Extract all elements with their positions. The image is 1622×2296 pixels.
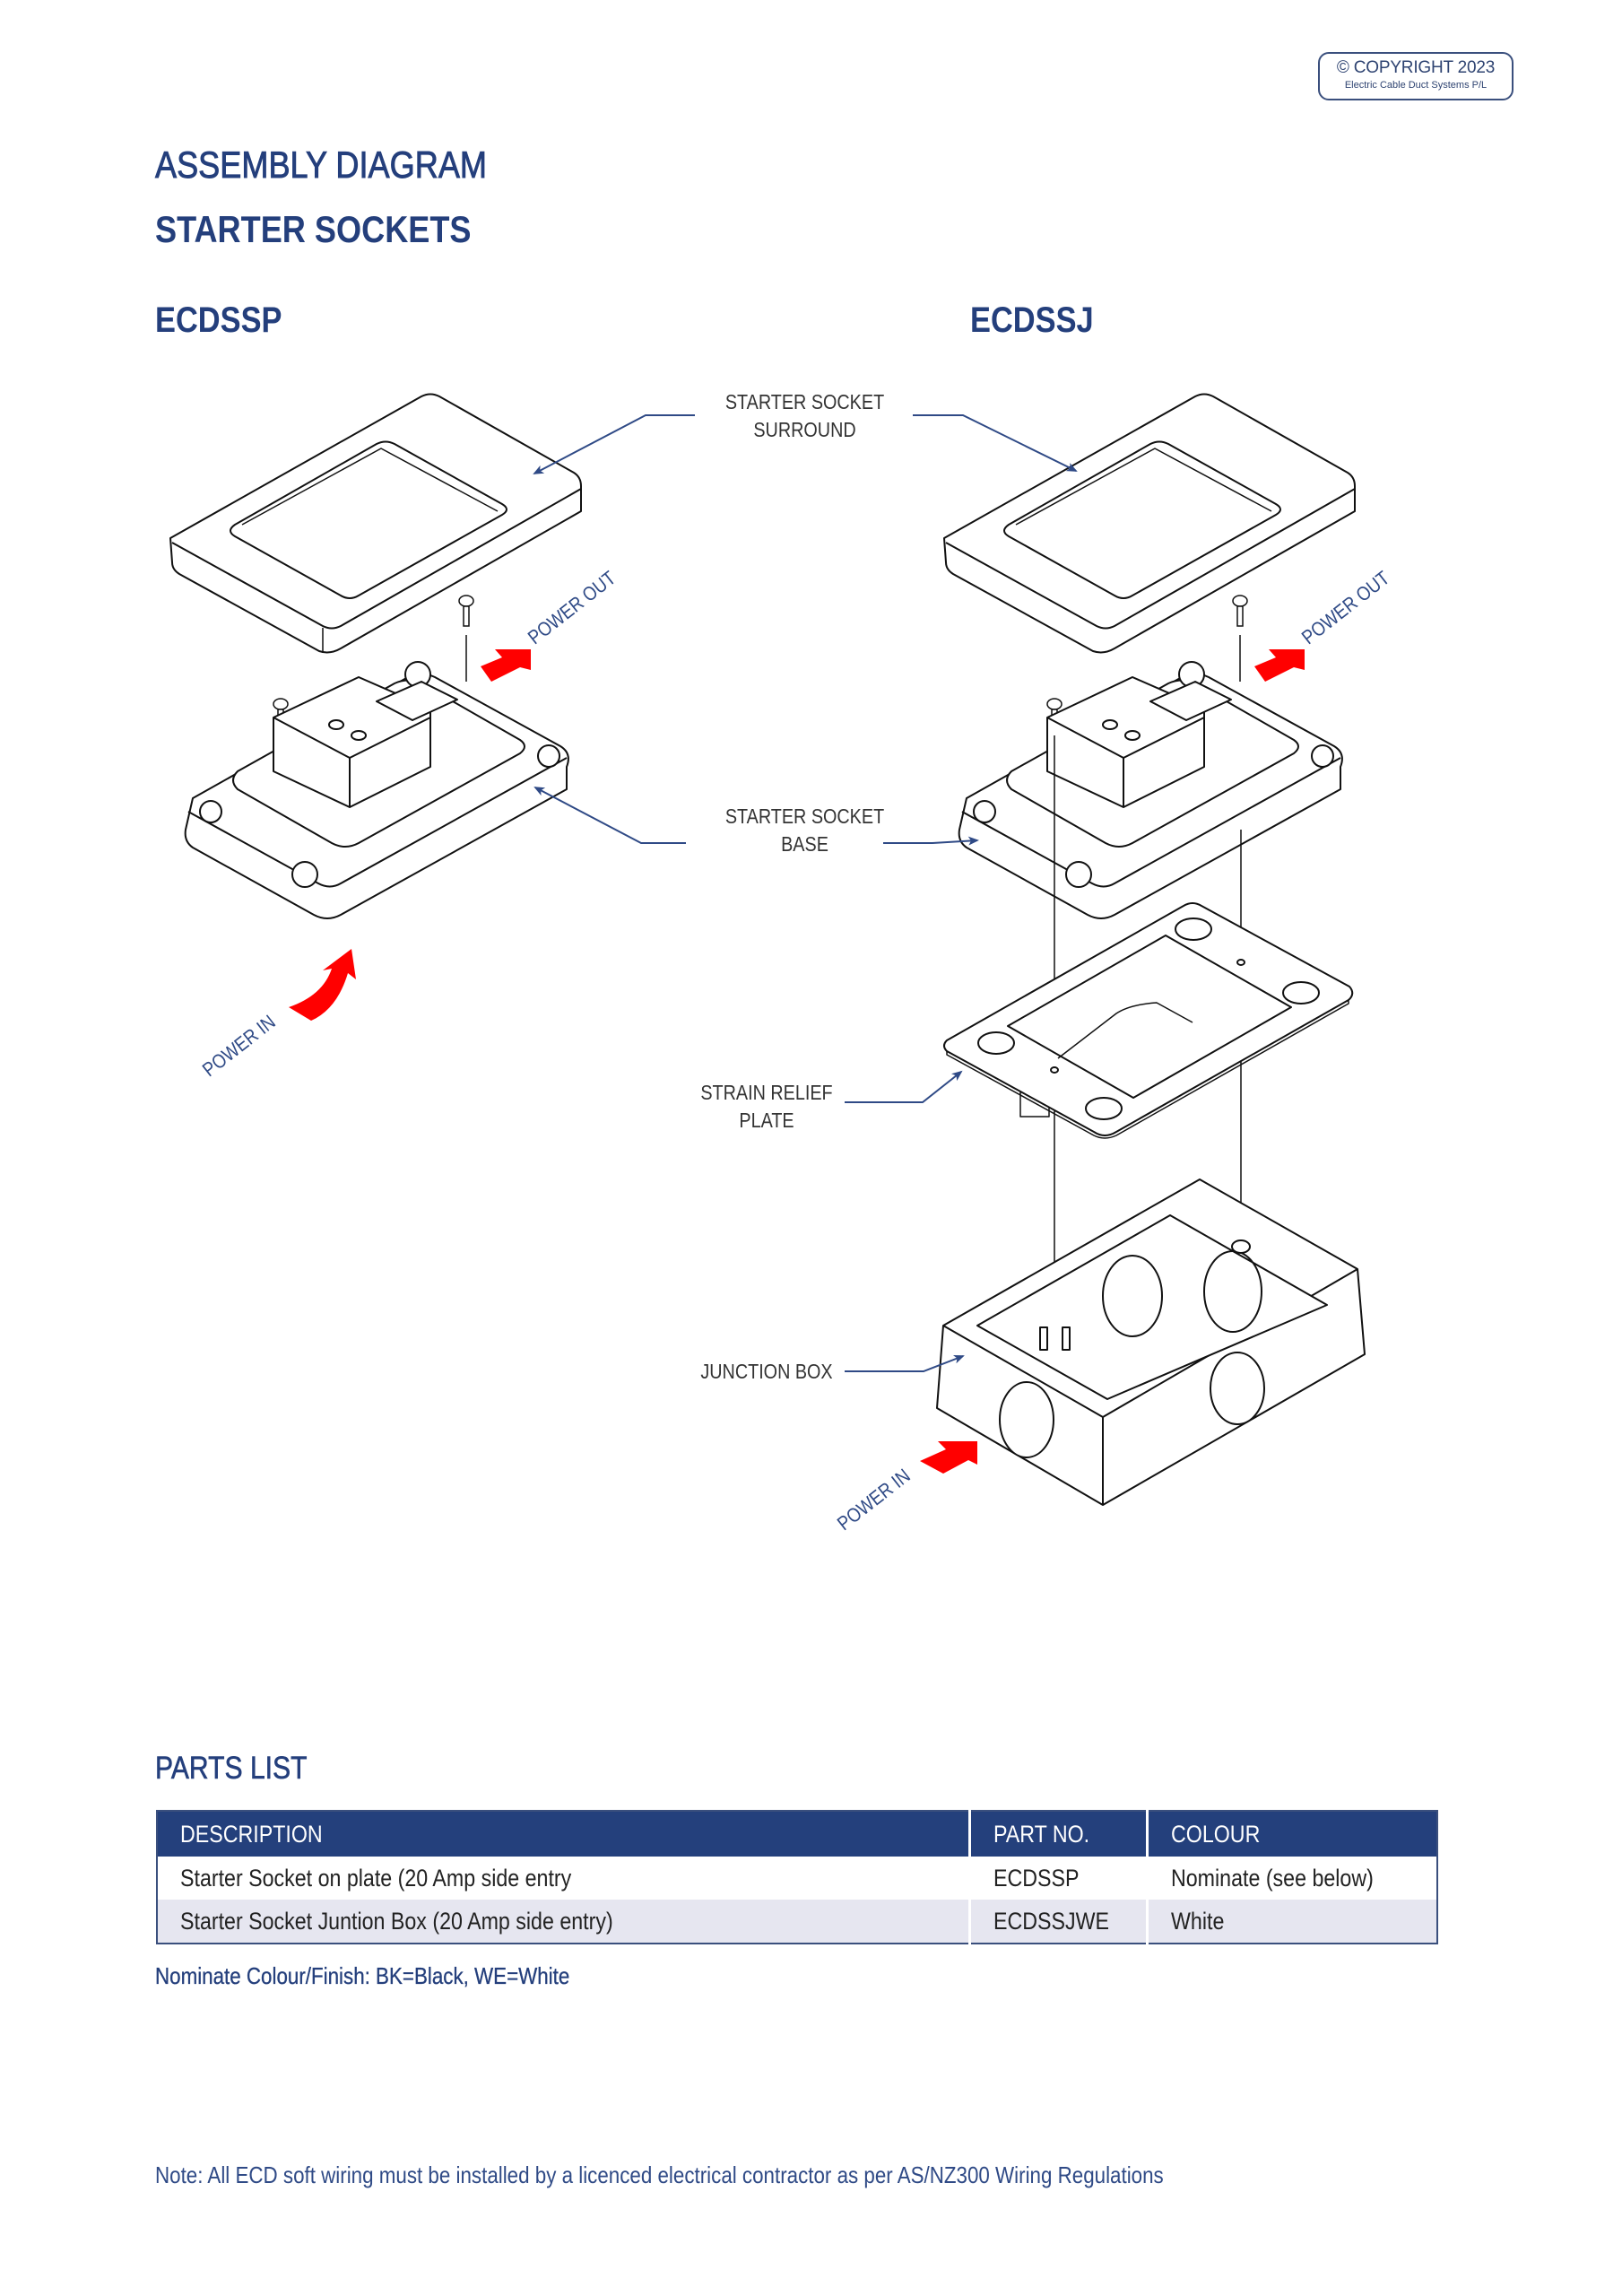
callout-strain-line1: STRAIN RELIEF (700, 1081, 833, 1104)
table-header-row: DESCRIPTION PART NO. COLOUR (157, 1811, 1437, 1857)
leader-surround-left (533, 414, 695, 474)
callout-base-line2: BASE (781, 832, 828, 856)
wiring-note: Note: All ECD soft wiring must be instal… (155, 2161, 1164, 2188)
power-out-arrow-left (481, 649, 531, 682)
cell-colour: White (1146, 1900, 1437, 1944)
leader-base-left (533, 787, 686, 844)
callout-strain-relief: STRAIN RELIEF PLATE (698, 1079, 837, 1135)
header-text: DESCRIPTION (180, 1820, 323, 1848)
copyright-badge: © COPYRIGHT 2023 Electric Cable Duct Sys… (1318, 52, 1514, 100)
cell-text: ECDSSP (993, 1864, 1080, 1892)
column-header-part-no: PART NO. (968, 1811, 1148, 1857)
power-in-arrow-right (920, 1441, 977, 1474)
header-text: PART NO. (993, 1820, 1090, 1848)
cell-description: Starter Socket on plate (20 Amp side ent… (157, 1857, 970, 1900)
callout-surround-line1: STARTER SOCKET (724, 390, 885, 413)
junction-box (936, 1178, 1366, 1506)
page-subtitle: STARTER SOCKETS (155, 208, 472, 250)
callout-junction-box: JUNCTION BOX (698, 1358, 837, 1386)
power-out-arrow-right (1254, 649, 1305, 682)
callout-surround-line2: SURROUND (753, 418, 856, 441)
parts-table: DESCRIPTION PART NO. COLOUR Starter Sock… (156, 1810, 1438, 1944)
cell-text: Starter Socket Juntion Box (20 Amp side … (180, 1907, 613, 1935)
cell-colour: Nominate (see below) (1146, 1857, 1437, 1900)
table-row: Starter Socket Juntion Box (20 Amp side … (157, 1900, 1437, 1944)
copyright-text: © COPYRIGHT 2023 (1336, 58, 1496, 77)
power-in-arrow-left (289, 949, 356, 1021)
socket-base-left (184, 661, 569, 919)
cell-description: Starter Socket Juntion Box (20 Amp side … (157, 1900, 970, 1944)
callout-leaders (533, 414, 1078, 1372)
strain-relief-plate (943, 902, 1354, 1139)
copyright-company: Electric Cable Duct Systems P/L (1344, 80, 1488, 91)
page-title: ASSEMBLY DIAGRAM (155, 144, 488, 187)
callout-strain-line2: PLATE (739, 1109, 794, 1132)
cell-part-no: ECDSSP (968, 1857, 1148, 1900)
leader-strain-relief (845, 1070, 963, 1103)
cell-text: White (1171, 1907, 1225, 1935)
model-label-right: ECDSSJ (970, 300, 1094, 340)
leader-surround-right (913, 414, 1078, 472)
surround-left (169, 393, 582, 654)
callout-base-line1: STARTER SOCKET (724, 804, 885, 828)
cell-text: Starter Socket on plate (20 Amp side ent… (180, 1864, 572, 1892)
callout-base: STARTER SOCKET BASE (718, 803, 892, 858)
colour-footnote: Nominate Colour/Finish: BK=Black, WE=Whi… (155, 1962, 570, 1989)
cell-part-no: ECDSSJWE (968, 1900, 1148, 1944)
leader-base-right (883, 836, 979, 846)
screw-right-top (1232, 595, 1248, 682)
socket-base-right (958, 661, 1343, 919)
cell-text: ECDSSJWE (993, 1907, 1110, 1935)
callout-surround: STARTER SOCKET SURROUND (718, 388, 892, 444)
column-header-colour: COLOUR (1146, 1811, 1437, 1857)
column-header-description: DESCRIPTION (157, 1811, 970, 1857)
surround-right (943, 393, 1356, 654)
screw-left-top (458, 595, 474, 682)
assembly-diagram (169, 393, 1366, 1506)
leader-junction-box (845, 1354, 965, 1372)
table-row: Starter Socket on plate (20 Amp side ent… (157, 1857, 1437, 1900)
cell-text: Nominate (see below) (1171, 1864, 1374, 1892)
parts-list-title: PARTS LIST (155, 1751, 308, 1787)
header-text: COLOUR (1171, 1820, 1261, 1848)
model-label-left: ECDSSP (155, 300, 282, 340)
callout-junction-line1: JUNCTION BOX (700, 1360, 833, 1383)
